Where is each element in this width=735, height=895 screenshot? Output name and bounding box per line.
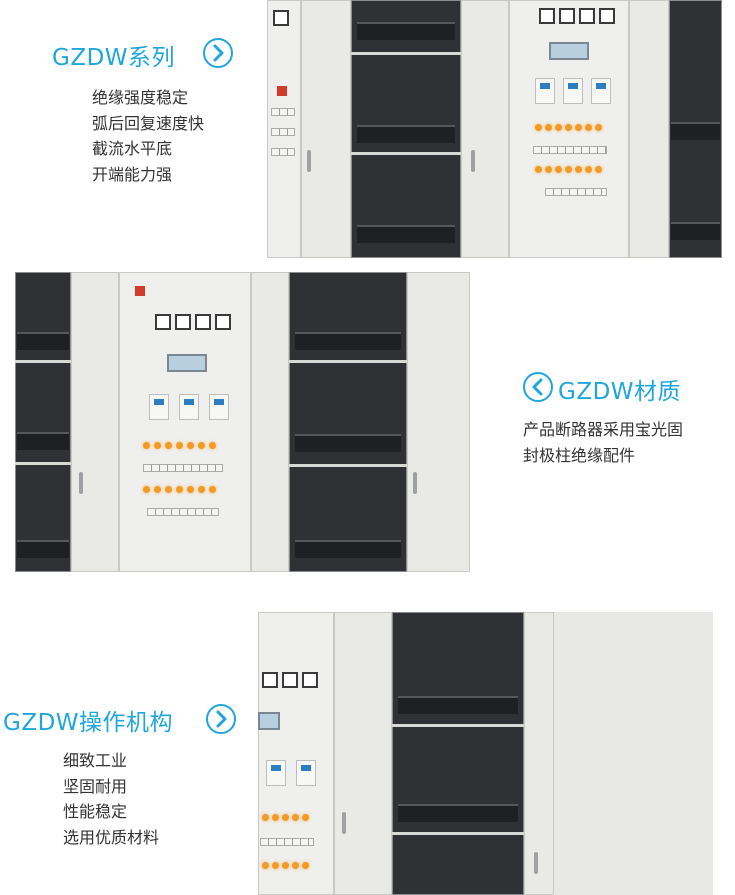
list-item: 性能稳定 (63, 802, 128, 821)
chevron-right-icon[interactable] (203, 38, 233, 68)
chevron-left-icon[interactable] (523, 372, 553, 402)
cabinet-photo (258, 612, 713, 895)
list-item: 产品断路器采用宝光固 (523, 420, 684, 439)
list-item: 弧后回复速度快 (92, 113, 205, 133)
chevron-right-icon[interactable] (206, 704, 236, 734)
list-item: 截流水平底 (92, 139, 173, 158)
list-item: 绝缘强度稳定 (92, 88, 189, 107)
section-title: GZDW系列 (52, 45, 176, 71)
list-item: 细致工业 (63, 751, 128, 770)
feature-list: 绝缘强度稳定 弧后回复速度快 截流水平底 开端能力强 (92, 85, 204, 187)
section-title: GZDW材质 (558, 379, 682, 405)
list-item: 坚固耐用 (63, 776, 128, 796)
feature-list: 产品断路器采用宝光固 封极柱绝缘配件 (523, 417, 683, 468)
feature-list: 细致工业 坚固耐用 性能稳定 选用优质材料 (63, 748, 159, 850)
feature-section-2: GZDW材质 产品断路器采用宝光固 封极柱绝缘配件 (0, 262, 735, 582)
list-item: 封极柱绝缘配件 (523, 445, 636, 465)
feature-section-3: GZDW操作机构 细致工业 坚固耐用 性能稳定 选用优质材料 (0, 600, 735, 895)
feature-section-1: GZDW系列 绝缘强度稳定 弧后回复速度快 截流水平底 开端能力强 (0, 0, 735, 260)
section-title: GZDW操作机构 (3, 710, 174, 736)
cabinet-photo (267, 0, 722, 258)
list-item: 开端能力强 (92, 164, 173, 184)
cabinet-photo (15, 272, 470, 572)
list-item: 选用优质材料 (63, 827, 160, 847)
